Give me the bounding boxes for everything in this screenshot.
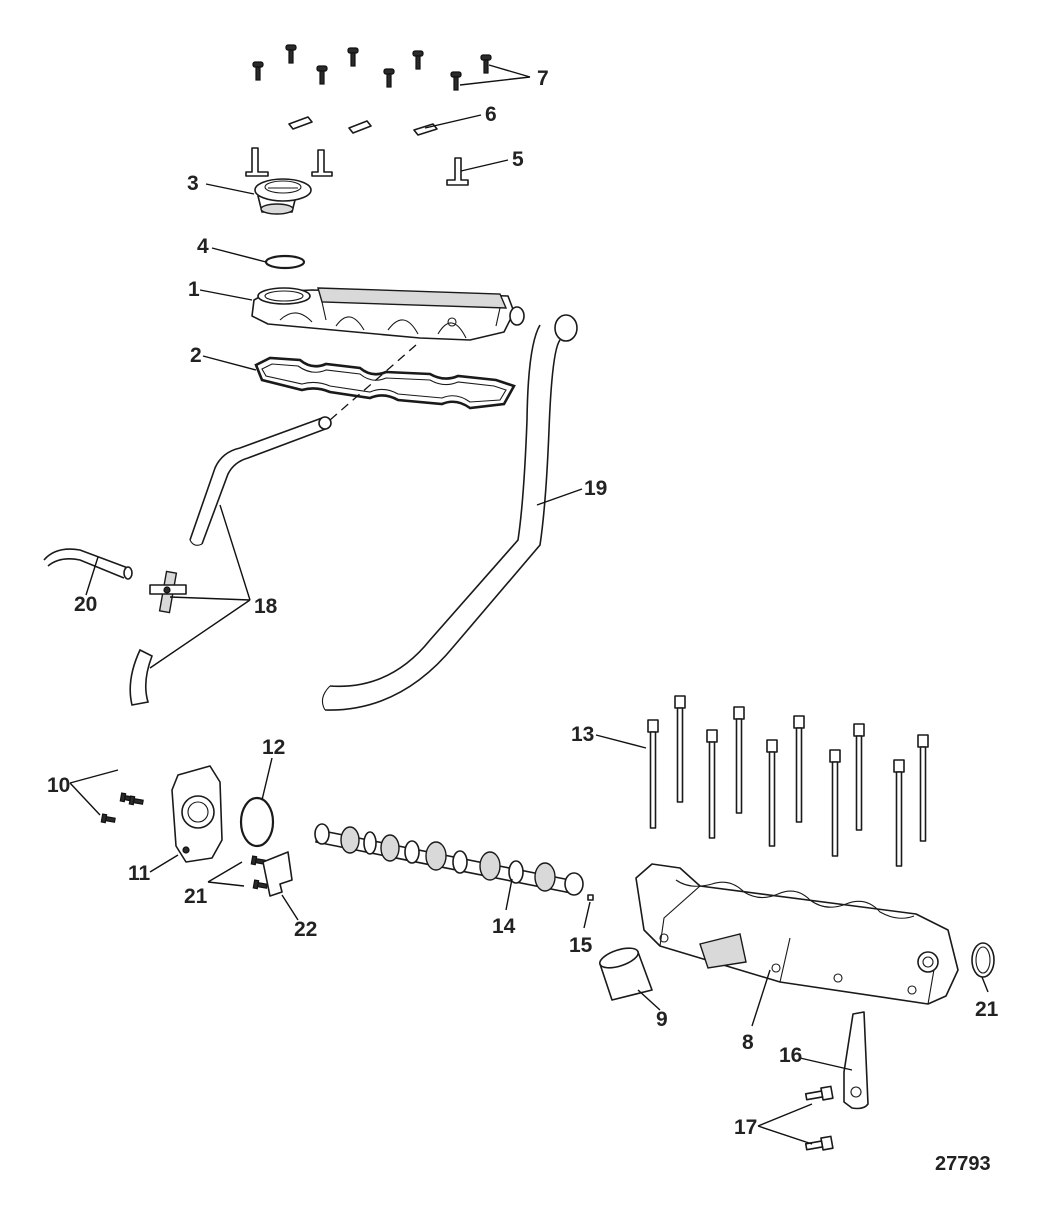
callout-21-right: 21	[975, 998, 999, 1021]
screw-icon	[285, 44, 297, 64]
screws-item-7	[252, 44, 492, 91]
bolt-icon	[674, 695, 686, 803]
callout-4: 4	[197, 235, 209, 258]
bracket-item-16	[843, 1011, 869, 1110]
bolt-icon	[829, 749, 841, 857]
callout-1: 1	[188, 278, 200, 301]
bracket-icon	[446, 157, 469, 186]
bracket-icon	[245, 147, 269, 177]
bolt-icon	[853, 723, 865, 831]
bolt-icon	[647, 719, 659, 829]
screw-icon	[480, 54, 492, 74]
bolt-icon	[706, 729, 718, 839]
callout-21-left: 21	[184, 885, 208, 908]
callout-22: 22	[294, 918, 317, 941]
hose-item-20	[43, 548, 133, 580]
screw-icon	[100, 813, 116, 824]
screw-icon	[412, 50, 424, 70]
callout-7: 7	[537, 67, 549, 90]
seal-ring-item-21	[971, 942, 995, 978]
bolt-icon	[804, 1085, 834, 1101]
camshaft-item-14	[314, 823, 584, 896]
oil-filler-cap-item-3	[254, 178, 312, 215]
callout-15: 15	[569, 934, 593, 957]
screw-icon	[316, 65, 328, 85]
callout-14: 14	[492, 915, 516, 938]
bolt-icon	[804, 1135, 834, 1151]
hose-item-19	[321, 314, 578, 711]
oil-filler-cap-icon	[254, 178, 312, 215]
callout-17: 17	[734, 1116, 757, 1139]
hose-elbow-item-18	[129, 648, 154, 706]
screw-icon	[347, 47, 359, 67]
screw-icon	[450, 71, 462, 91]
valve-cover-item-1	[251, 287, 525, 341]
bolt-icon	[893, 759, 905, 867]
hose-item-18	[189, 416, 332, 546]
tee-fitting-item-18	[149, 570, 187, 614]
bolts-item-17	[804, 1085, 834, 1151]
screw-icon	[128, 795, 144, 806]
callout-18: 18	[254, 595, 278, 618]
callout-10: 10	[47, 774, 70, 797]
bolt-icon	[766, 739, 778, 847]
front-cover-item-11	[171, 765, 223, 863]
screw-icon	[383, 68, 395, 88]
o-ring-icon	[264, 254, 306, 270]
pin-item-15	[587, 894, 594, 901]
bracket-icon	[311, 149, 333, 177]
callout-5: 5	[512, 148, 524, 171]
callout-13: 13	[571, 723, 594, 746]
screws-item-10	[100, 792, 144, 824]
callout-12: 12	[262, 736, 285, 759]
sleeve-item-9	[599, 947, 653, 1001]
bolt-icon	[793, 715, 805, 823]
screws-item-21	[250, 855, 268, 890]
callout-8: 8	[742, 1031, 754, 1054]
screw-icon	[252, 879, 268, 890]
callout-6: 6	[485, 103, 497, 126]
screw-icon	[252, 61, 264, 81]
bolt-icon	[733, 706, 745, 814]
callout-19: 19	[584, 477, 607, 500]
camshaft-carrier-item-8	[635, 863, 959, 1005]
callout-9: 9	[656, 1008, 668, 1031]
brackets-item-5	[245, 147, 469, 186]
bolt-icon	[917, 734, 929, 842]
gasket-item-2	[254, 356, 516, 410]
callout-3: 3	[187, 172, 199, 195]
plates-item-6	[288, 116, 438, 136]
callout-20: 20	[74, 593, 97, 616]
plate-item-22	[262, 851, 293, 897]
head-bolts-item-13	[647, 695, 929, 867]
callout-16: 16	[779, 1044, 802, 1067]
camshaft-icon	[314, 823, 584, 896]
callout-2: 2	[190, 344, 202, 367]
callout-11: 11	[128, 862, 151, 885]
figure-number: 27793	[935, 1153, 991, 1175]
o-ring-icon	[239, 796, 275, 848]
